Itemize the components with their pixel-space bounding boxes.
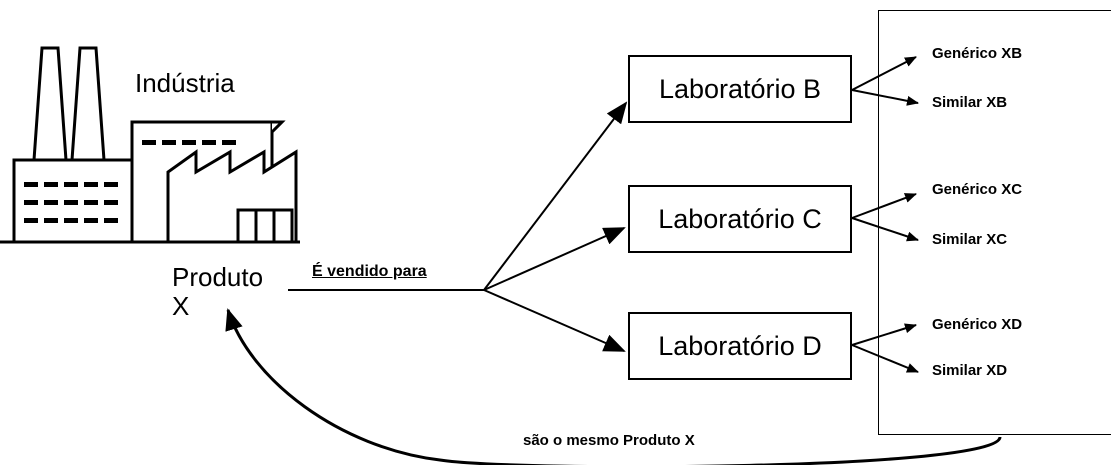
similar-xc-label: Similar XC [932, 231, 1008, 248]
similar-xd-label: Similar XD [932, 362, 1008, 379]
generic-xd-label: Genérico XD [932, 316, 1023, 333]
generic-xc-label: Genérico XC [932, 181, 1023, 198]
lab-b-box: Laboratório B [628, 55, 852, 123]
lab-c-box: Laboratório C [628, 185, 852, 253]
similar-xb-label: Similar XB [932, 94, 1008, 111]
product-label-line2: X [172, 291, 190, 321]
sold-to-label: É vendido para [312, 263, 427, 280]
generic-xb-label: Genérico XB [932, 45, 1023, 62]
same-product-label: são o mesmo Produto X [523, 432, 695, 449]
product-label-line1: Produto [172, 262, 264, 292]
factory-icon [0, 46, 300, 244]
lab-d-box: Laboratório D [628, 312, 852, 380]
industry-label: Indústria [135, 68, 235, 98]
